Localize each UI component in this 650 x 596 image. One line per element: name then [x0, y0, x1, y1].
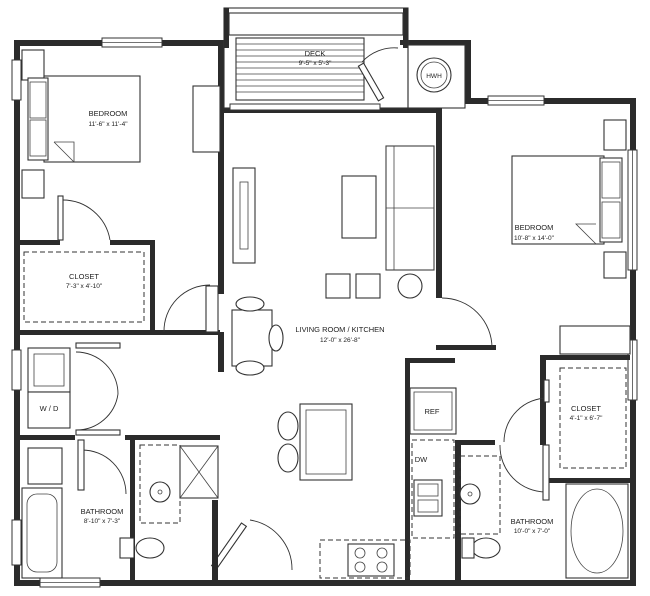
- water-heater-icon: [416, 57, 452, 93]
- bath1-size: 8'-10" x 7'-3": [84, 518, 121, 525]
- deck-size: 9'-5" x 5'-3": [299, 60, 332, 67]
- coffee-table: [341, 175, 377, 239]
- living-label: LIVING ROOM / KITCHEN: [295, 325, 384, 334]
- ref-label: REF: [425, 407, 440, 416]
- bath2-label: BATHROOM: [511, 517, 554, 526]
- closet1-size: 7'-3" x 4'-10": [66, 283, 103, 290]
- bed-icon: [511, 155, 605, 245]
- right-interior-walls: [436, 345, 630, 585]
- dresser: [192, 85, 221, 153]
- sink-icon: [459, 483, 481, 505]
- kitchen-sink-icon: [413, 479, 443, 517]
- dw-label: DW: [415, 455, 428, 464]
- deck: DECK 9'-5" x 5'-3": [223, 7, 409, 111]
- bathtub-icon: [21, 487, 63, 579]
- sink-icon: [149, 481, 171, 503]
- dresser: [559, 325, 631, 355]
- closet-1: CLOSET 7'-3" x 4'-10": [23, 251, 219, 333]
- bath2-size: 10'-0" x 7'-0": [514, 528, 551, 535]
- bathtub-icon: [565, 483, 629, 579]
- kitchen-island: [299, 403, 353, 481]
- laundry: W / D: [27, 342, 121, 436]
- tv-console: [232, 167, 256, 264]
- dining-table: [231, 309, 273, 367]
- closet2-label: CLOSET: [571, 404, 601, 413]
- bedroom1-label: BEDROOM: [89, 109, 128, 118]
- living-size: 12'-0" x 26'-8": [320, 337, 361, 344]
- hwh-closet: HWH: [407, 44, 466, 109]
- closet2-size: 4'-1" x 6'-7": [570, 415, 603, 422]
- wd-label: W / D: [40, 404, 59, 413]
- bathroom-1: BATHROOM 8'-10" x 7'-3": [21, 439, 293, 585]
- toilet-icon: [135, 537, 165, 559]
- bedroom-2: BEDROOM 10'-8" x 14'-0": [441, 119, 631, 355]
- windows: [11, 37, 638, 588]
- bed-icon: [43, 75, 141, 163]
- closet1-label: CLOSET: [69, 272, 99, 281]
- living-kitchen: LIVING ROOM / KITCHEN 12'-0" x 26'-8": [231, 108, 442, 481]
- bathroom-2: BATHROOM 10'-0" x 7'-0": [459, 444, 629, 579]
- bedroom1-size: 11'-6" x 11'-4": [88, 121, 128, 128]
- toilet-icon: [471, 537, 501, 559]
- bedroom2-label: BEDROOM: [515, 223, 554, 232]
- kitchen-counters: REF DW: [319, 358, 457, 583]
- hwh-label: HWH: [426, 73, 442, 80]
- bath1-label: BATHROOM: [81, 507, 124, 516]
- closet-2: CLOSET 4'-1" x 6'-7": [503, 367, 627, 469]
- deck-label: DECK: [305, 49, 326, 58]
- left-interior-walls: [20, 108, 224, 585]
- range-icon: [347, 543, 395, 577]
- bedroom-1: BEDROOM 11'-6" x 11'-4": [21, 49, 221, 241]
- refrigerator-icon: [409, 387, 457, 435]
- bedroom2-size: 10'-8" x 14'-0": [514, 235, 555, 242]
